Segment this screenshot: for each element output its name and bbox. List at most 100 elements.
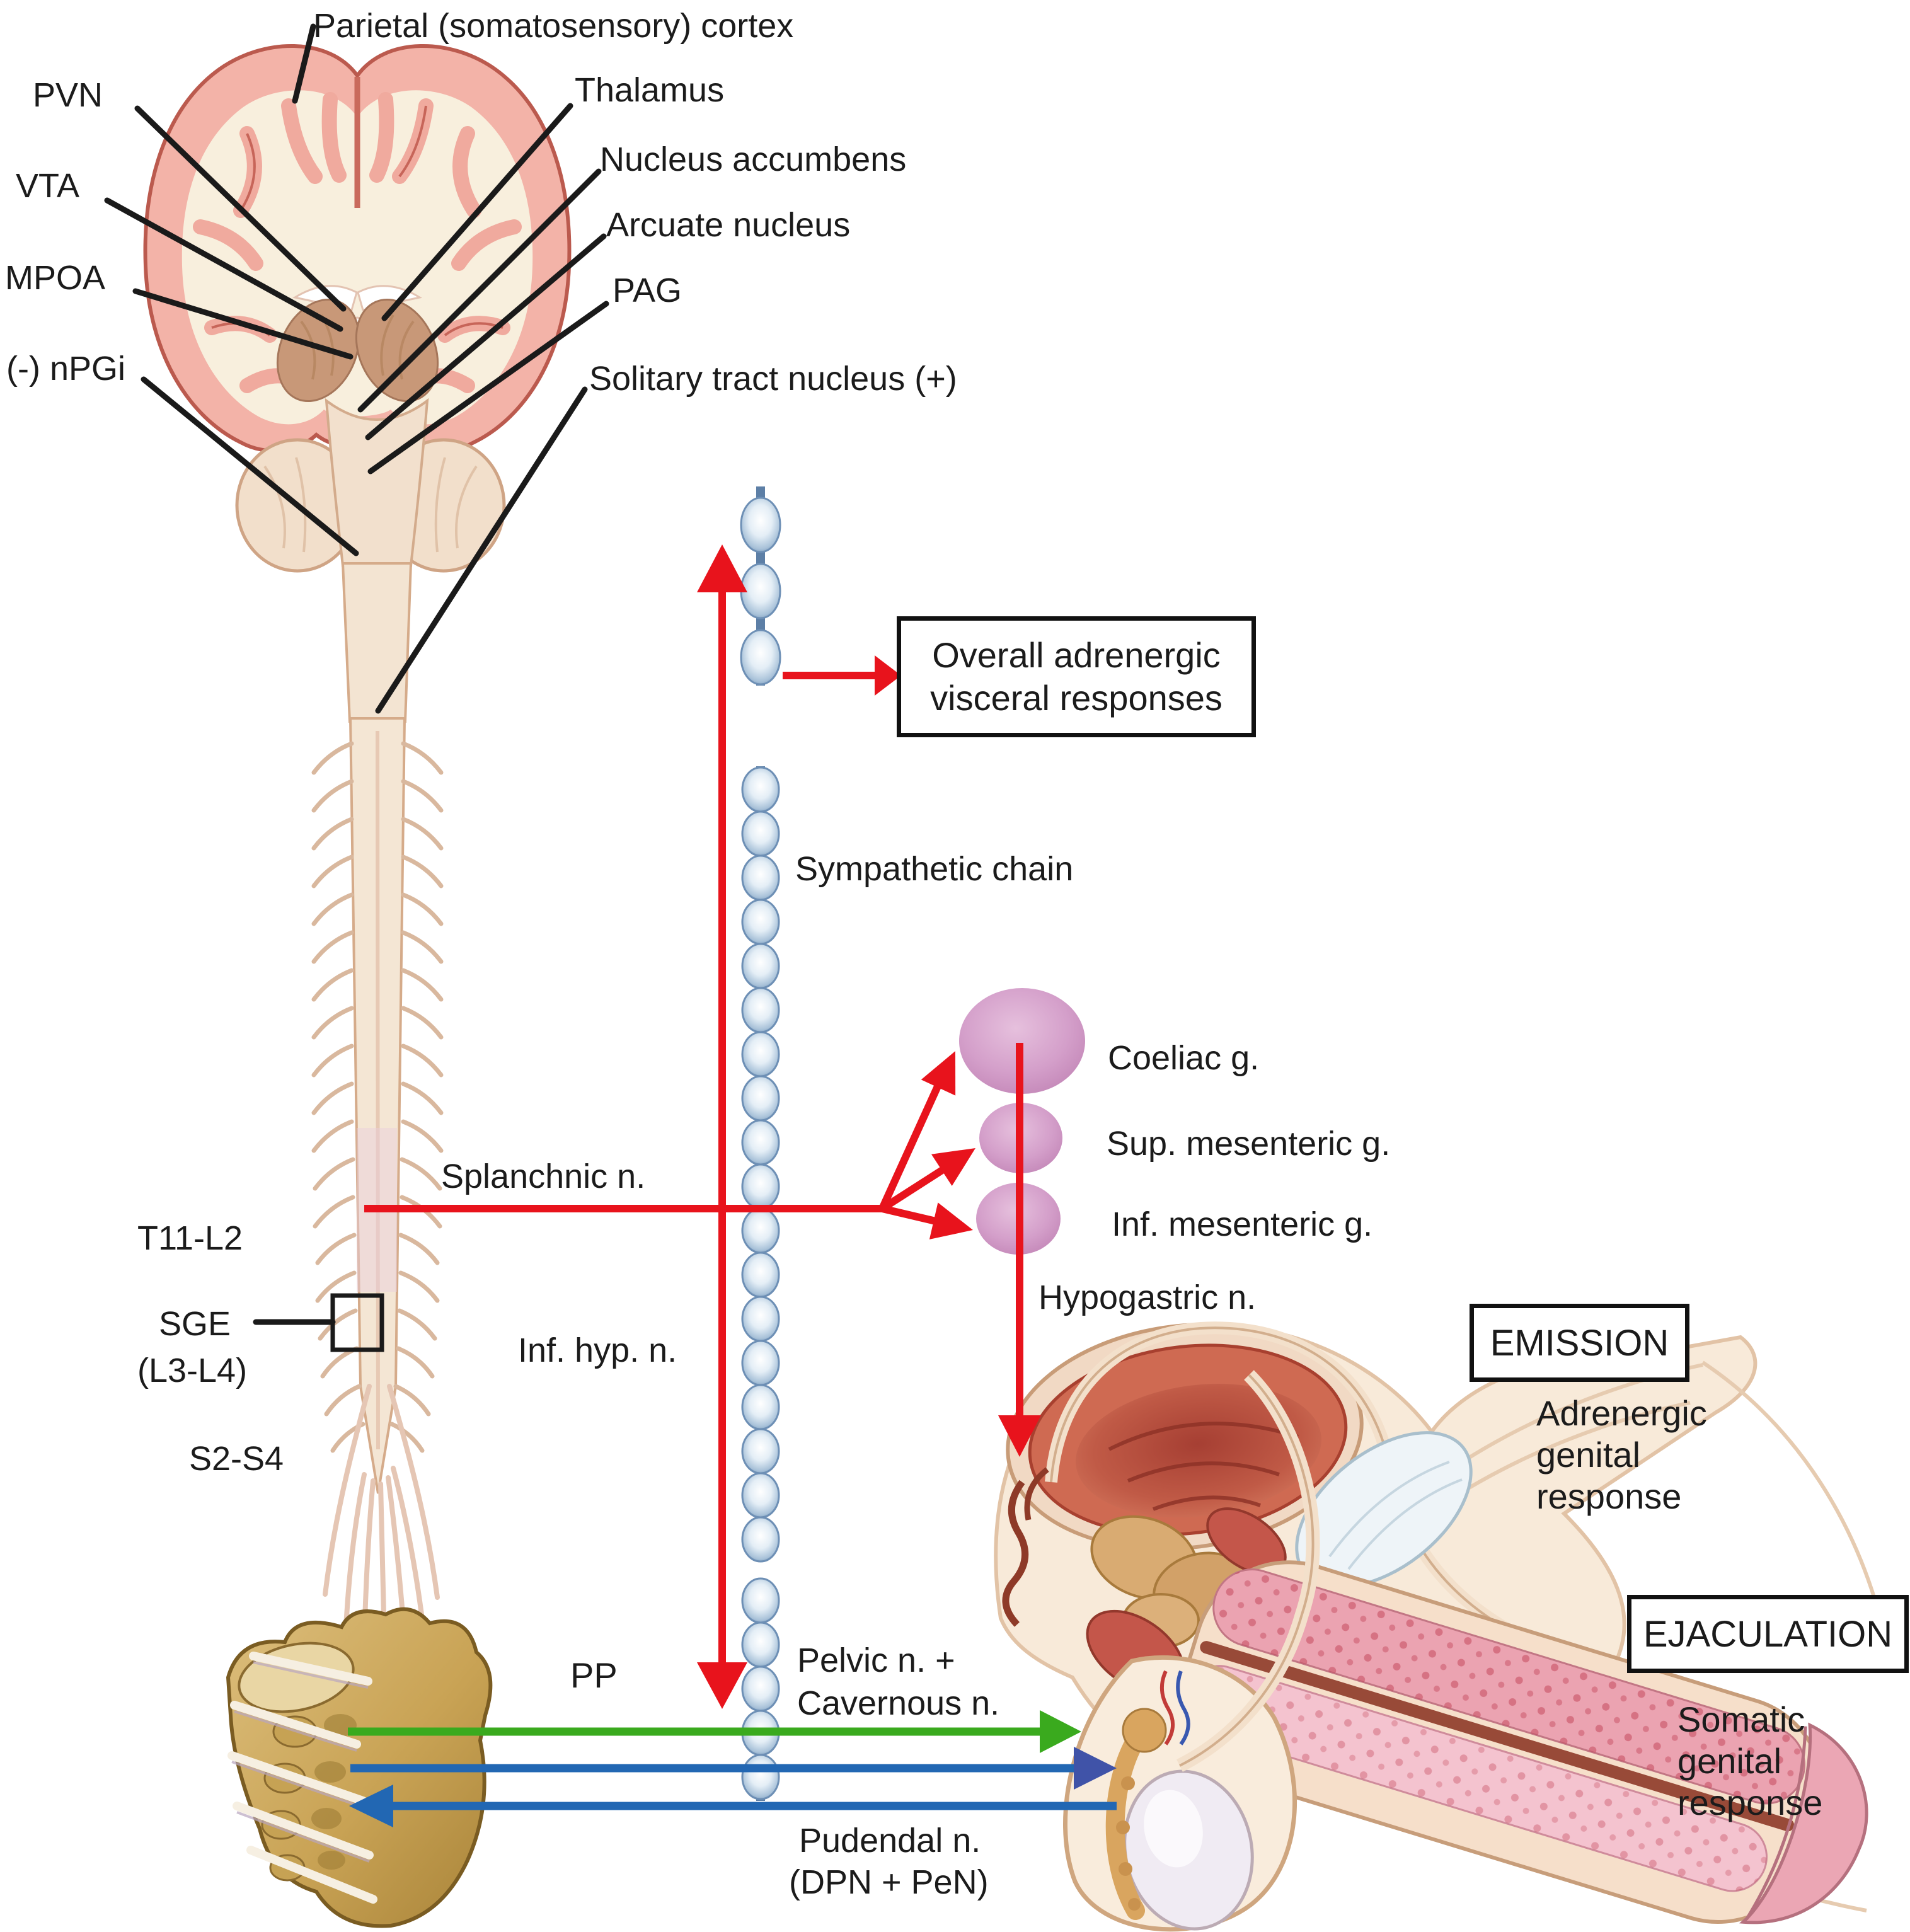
- emission-box: EMISSION: [1470, 1304, 1689, 1382]
- bladder-lumen: [1076, 1384, 1321, 1517]
- cord-vessels: [1159, 1670, 1190, 1745]
- label-pelvic-line2: Cavernous n.: [797, 1684, 1000, 1722]
- red-pathways: [364, 544, 1041, 1709]
- label-splanchnic: Splanchnic n.: [441, 1158, 646, 1195]
- corona-fold: [1745, 1726, 1807, 1920]
- overall-box-line1: Overall adrenergic: [932, 635, 1221, 675]
- chain-ganglion-bead: [741, 1119, 780, 1166]
- chain-ganglion-bead: [741, 1754, 780, 1800]
- ejaculation-box: EJACULATION: [1627, 1595, 1909, 1673]
- penis-shaft: [1182, 1560, 1868, 1924]
- label-t11-l2: T11-L2: [137, 1219, 243, 1257]
- vas-deferens-loop-edge: [1050, 1326, 1527, 1641]
- chain-ganglion-bead: [741, 899, 780, 945]
- chain-ganglion-bead: [741, 1296, 780, 1342]
- spermatic-cord-edge: [1179, 1374, 1315, 1767]
- sympathetic-chain: [740, 486, 781, 1801]
- chain-ganglion-bead: [740, 497, 781, 553]
- label-arcuate-nucleus: Arcuate nucleus: [606, 206, 851, 244]
- blue-arrowhead-in: [349, 1785, 393, 1827]
- arrowhead-down: [697, 1662, 747, 1709]
- blue-arrowhead-out: [1074, 1747, 1117, 1790]
- label-inf-hyp: Inf. hyp. n.: [518, 1331, 677, 1369]
- chain-ganglion-bead: [740, 563, 781, 619]
- cord-vein: [1176, 1670, 1190, 1745]
- epididymis-texture: [1116, 1776, 1141, 1911]
- label-sup-mesenteric: Sup. mesenteric g.: [1107, 1125, 1391, 1163]
- overall-adrenergic-box: Overall adrenergic visceral responses: [897, 616, 1256, 737]
- chain-ganglion-bead: [741, 987, 780, 1033]
- sacral-nerve-shadows: [231, 1661, 370, 1863]
- chain-ganglion-bead: [741, 1163, 780, 1210]
- chain-ganglion-bead: [741, 1207, 780, 1254]
- sge-region-box: [330, 1293, 384, 1352]
- label-s2-s4: S2-S4: [189, 1440, 284, 1478]
- testis-highlight: [1144, 1790, 1203, 1868]
- emission-sub-line1: Adrenergic: [1536, 1393, 1707, 1433]
- chain-ganglion-bead: [741, 1384, 780, 1430]
- emission-sub-line2: genital: [1536, 1435, 1641, 1475]
- chain-ganglion-bead: [741, 854, 780, 901]
- label-pag: PAG: [613, 272, 682, 309]
- label-pudendal-line1: Pudendal n.: [799, 1822, 981, 1860]
- chain-ganglion-bead: [741, 1340, 780, 1386]
- label-npgi: (-) nPGi: [6, 350, 125, 388]
- chain-ganglion-bead: [741, 1472, 780, 1519]
- leader-pag: [367, 301, 609, 474]
- splanchnic-fan-1: [878, 1084, 941, 1210]
- chain-ganglion-bead: [741, 1621, 780, 1668]
- chain-ganglion-bead: [741, 1665, 780, 1712]
- fan-arrowhead-2: [931, 1148, 975, 1187]
- leader-lines: [104, 23, 609, 1325]
- green-arrowhead: [1040, 1710, 1081, 1753]
- hypogastric-arrowhead: [998, 1415, 1041, 1457]
- coeliac-ganglion: [959, 988, 1085, 1094]
- chain-ganglion-bead: [741, 810, 780, 857]
- leader-npgi: [141, 376, 359, 556]
- leader-arcuate: [365, 233, 607, 440]
- chain-ganglion-bead: [741, 1075, 780, 1122]
- chain-ganglion-bead: [741, 1516, 780, 1563]
- ejaculation-sub-line1: Somatic: [1677, 1699, 1805, 1739]
- leader-thalamus: [381, 103, 573, 321]
- label-mpoa: MPOA: [5, 259, 106, 297]
- central-canal: [376, 730, 380, 1450]
- chain-ganglion-bead: [741, 943, 780, 989]
- chain-ganglion-bead: [741, 1577, 780, 1624]
- ejaculation-title: EJACULATION: [1643, 1613, 1893, 1655]
- label-vta: VTA: [16, 167, 80, 205]
- chain-ganglion-bead: [741, 1428, 780, 1475]
- pelvis-illustration: [994, 1321, 1887, 1932]
- epididymis: [1105, 1731, 1145, 1920]
- brain-illustration: [143, 43, 572, 723]
- label-parietal-cortex: Parietal (somatosensory) cortex: [313, 7, 794, 45]
- label-solitary-tract: Solitary tract nucleus (+): [589, 360, 957, 398]
- chain-ganglion-bead: [741, 766, 780, 813]
- label-inf-mesenteric: Inf. mesenteric g.: [1112, 1205, 1373, 1243]
- label-hypogastric: Hypogastric n.: [1038, 1279, 1257, 1316]
- label-sge: SGE: [159, 1305, 231, 1343]
- glans: [1739, 1722, 1868, 1924]
- label-nucleus-accumbens: Nucleus accumbens: [600, 141, 907, 178]
- overall-box-line2: visceral responses: [930, 678, 1223, 718]
- leader-solitary: [375, 386, 588, 714]
- spinal-cord-illustration: [311, 717, 444, 1644]
- pelvic-cavernous-pathway: [348, 1710, 1081, 1753]
- label-coeliac: Coeliac g.: [1108, 1039, 1260, 1077]
- arrowhead-up: [697, 544, 747, 592]
- pons-streaks: [263, 457, 478, 553]
- label-pelvic-line1: Pelvic n. +: [797, 1642, 955, 1679]
- corpus-cavernosum-speckle: [1213, 1569, 1805, 1804]
- pubic-cartilage-hatch: [1328, 1461, 1463, 1570]
- epididymis-head: [1122, 1708, 1167, 1753]
- chain-ganglion-bead: [740, 629, 781, 686]
- label-pvn: PVN: [33, 76, 103, 114]
- sacral-nerve-roots: [227, 1652, 377, 1904]
- fan-arrowhead-1: [921, 1051, 956, 1096]
- emission-sub-line3: response: [1536, 1476, 1682, 1516]
- leader-mpoa: [132, 288, 354, 360]
- chain-ganglion-bead: [741, 1031, 780, 1078]
- cord-artery: [1159, 1670, 1175, 1745]
- pudendal-pathways: [349, 1747, 1117, 1827]
